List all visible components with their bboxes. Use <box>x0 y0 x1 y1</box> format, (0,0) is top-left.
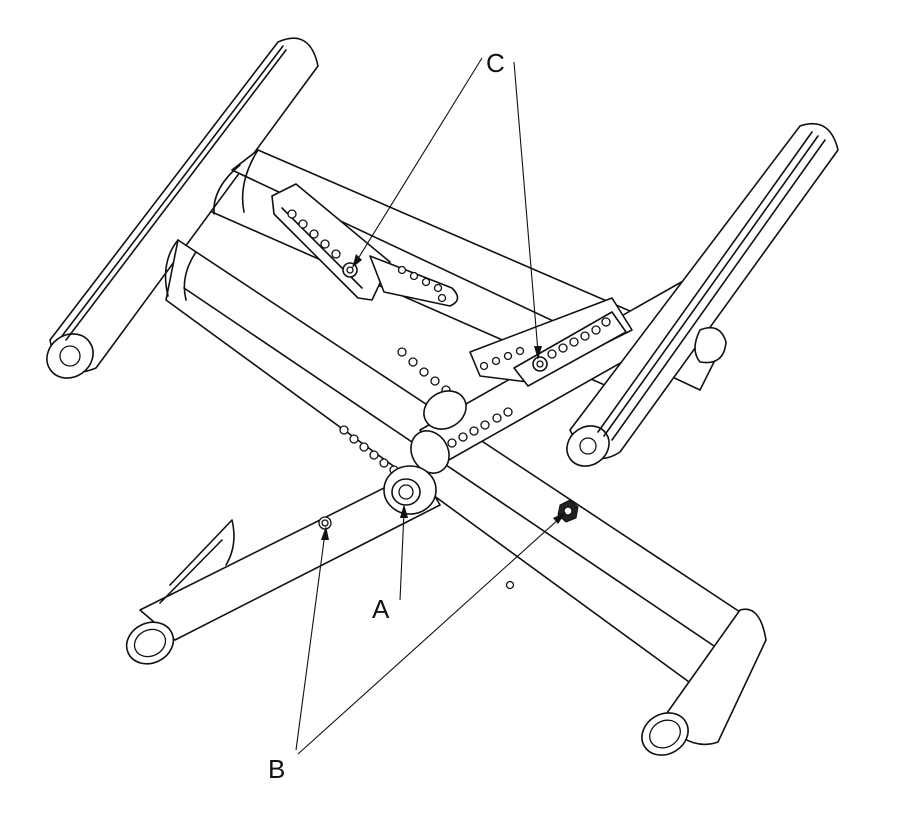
callout-b-label: B <box>268 754 285 784</box>
small-hole <box>505 580 515 590</box>
bottom-right-roller <box>641 608 767 756</box>
upper-tube-holes <box>397 347 451 395</box>
callout-c-label: C <box>486 48 505 78</box>
callout-leaders <box>295 57 566 755</box>
lower-left-leg-tube <box>125 469 441 665</box>
right-roller <box>566 122 839 467</box>
top-left-roller <box>46 37 319 379</box>
bracket-right <box>469 297 633 387</box>
bracket-upper-left-holes <box>287 209 341 259</box>
callout-a-label: A <box>372 594 390 624</box>
center-pivot <box>383 390 467 515</box>
right-arm-holes <box>447 407 513 448</box>
plate-holes-upper <box>397 265 447 303</box>
bracket-right-holes <box>547 317 611 359</box>
plate-holes-right <box>479 346 525 371</box>
main-tube-holes <box>339 425 399 475</box>
